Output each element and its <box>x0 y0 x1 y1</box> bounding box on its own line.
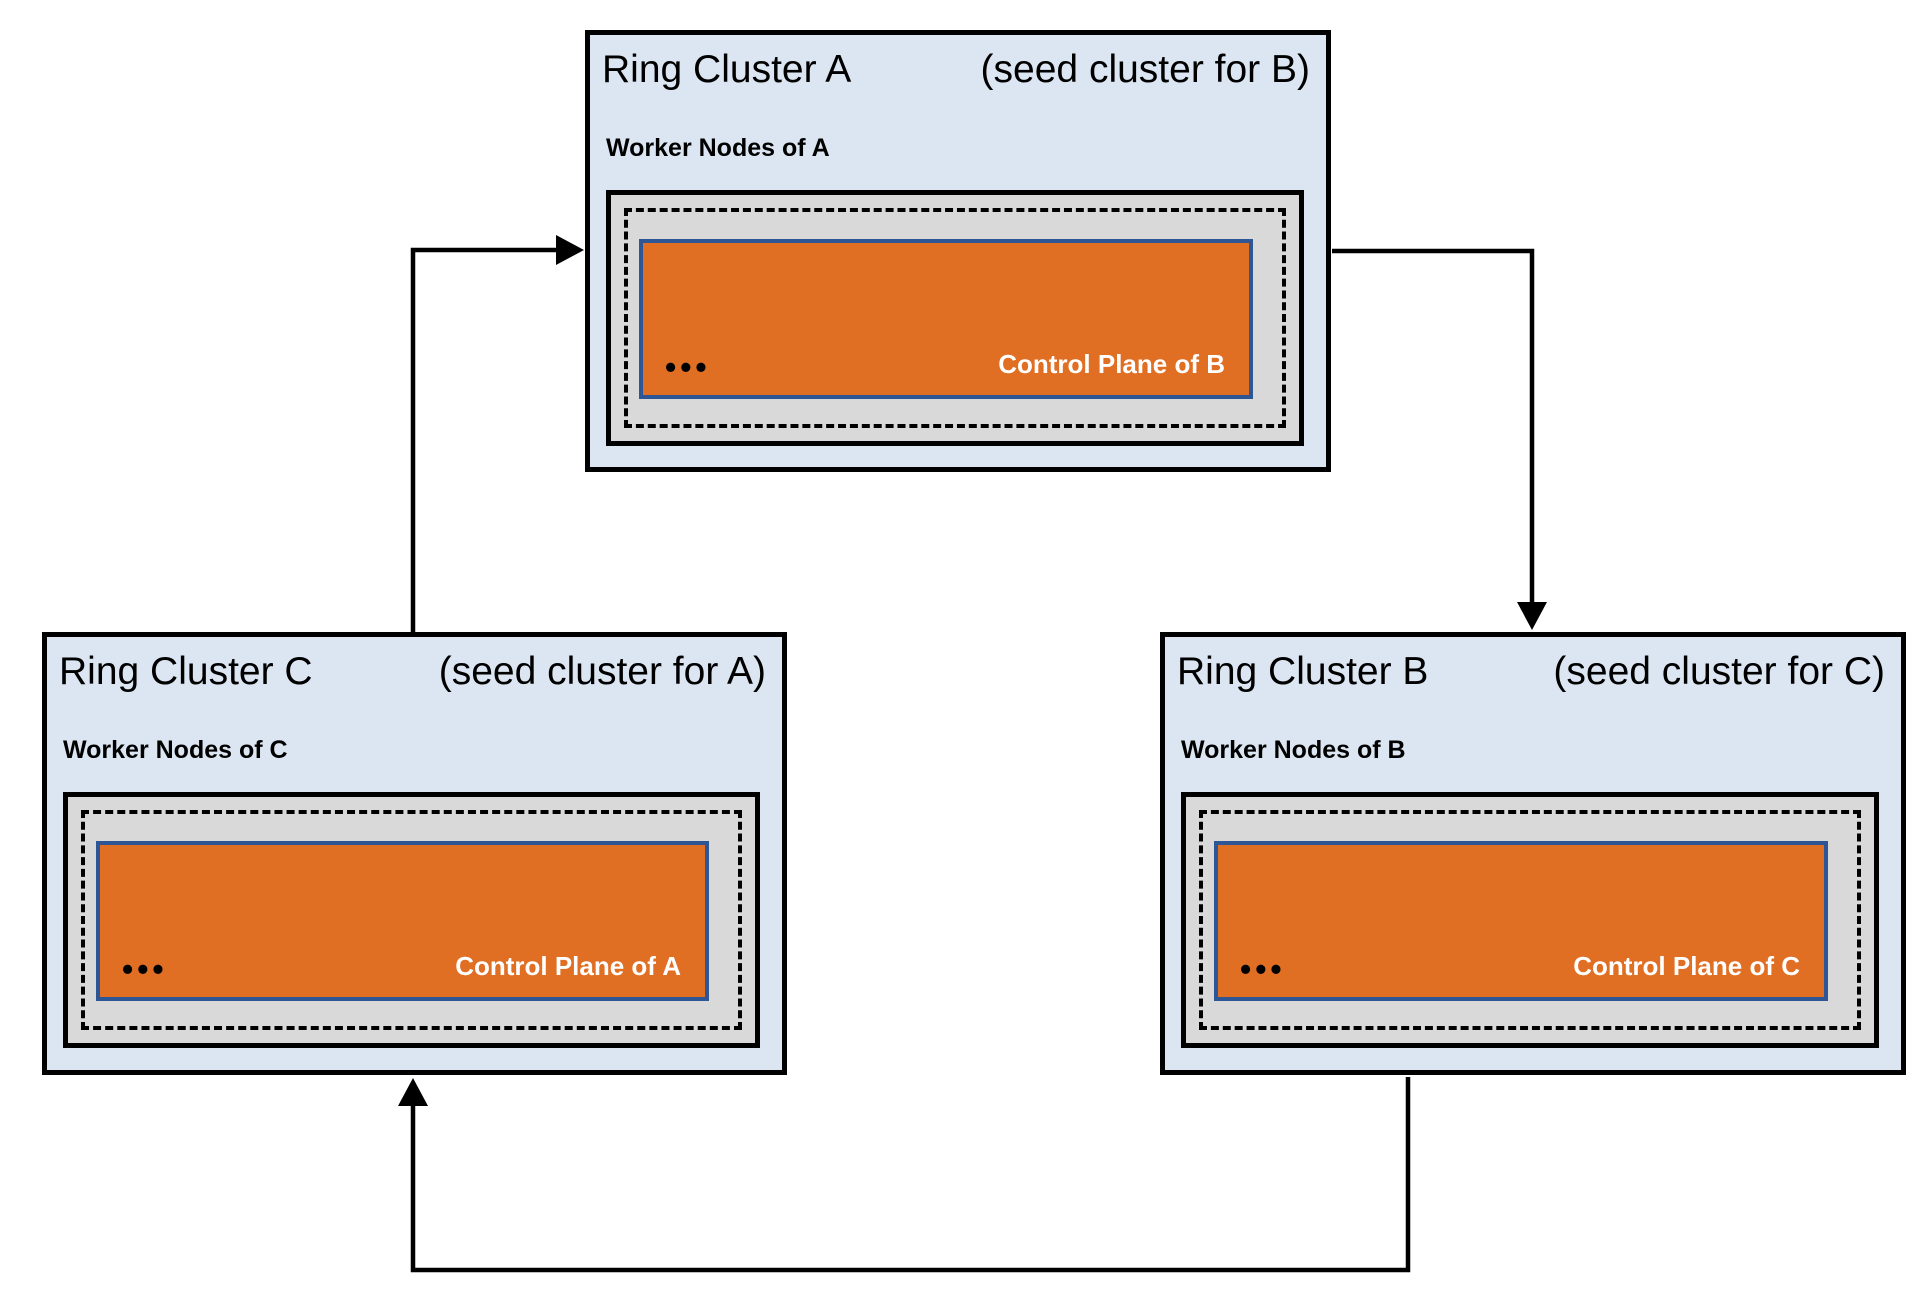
cluster-a-subtitle: (seed cluster for B) <box>980 48 1310 91</box>
cluster-b-dashed-boundary <box>1199 810 1861 1030</box>
cluster-a-worker-nodes-box: ••• Control Plane of B <box>606 190 1304 446</box>
arrowhead-up-icon <box>398 1078 428 1106</box>
cluster-c-dashed-boundary <box>81 810 742 1030</box>
cluster-a-title: Ring Cluster A <box>602 48 852 91</box>
cluster-c-worker-nodes-label: Worker Nodes of C <box>63 736 288 764</box>
cluster-c-control-plane-box: ••• Control Plane of A <box>96 841 709 1001</box>
cluster-a-title-row: Ring Cluster A (seed cluster for B) <box>602 47 1310 94</box>
ellipsis-dots-icon: ••• <box>1240 951 1286 987</box>
cluster-b: Ring Cluster B (seed cluster for C) Work… <box>1160 632 1906 1075</box>
arrow-b-to-c <box>398 1077 1411 1273</box>
cluster-c-title: Ring Cluster C <box>59 650 313 693</box>
cluster-a: Ring Cluster A (seed cluster for B) Work… <box>585 30 1331 472</box>
arrow-c-to-a <box>410 235 584 632</box>
cluster-b-worker-nodes-label: Worker Nodes of B <box>1181 736 1406 764</box>
arrow-a-to-b <box>1332 248 1547 630</box>
cluster-b-control-plane-box: ••• Control Plane of C <box>1214 841 1828 1001</box>
cluster-c-control-plane-label: Control Plane of A <box>455 951 681 982</box>
cluster-b-control-plane-label: Control Plane of C <box>1573 951 1800 982</box>
cluster-b-subtitle: (seed cluster for C) <box>1553 650 1885 693</box>
cluster-b-title: Ring Cluster B <box>1177 650 1429 693</box>
cluster-c-worker-nodes-box: ••• Control Plane of A <box>63 792 760 1048</box>
cluster-a-dashed-boundary <box>624 208 1286 428</box>
arrowhead-down-icon <box>1517 602 1547 630</box>
ellipsis-dots-icon: ••• <box>122 951 168 987</box>
cluster-c-title-row: Ring Cluster C (seed cluster for A) <box>59 649 766 696</box>
ellipsis-dots-icon: ••• <box>665 349 711 385</box>
cluster-c-subtitle: (seed cluster for A) <box>438 650 766 693</box>
cluster-b-worker-nodes-box: ••• Control Plane of C <box>1181 792 1879 1048</box>
cluster-a-worker-nodes-label: Worker Nodes of A <box>606 134 830 162</box>
cluster-b-title-row: Ring Cluster B (seed cluster for C) <box>1177 649 1885 696</box>
cluster-c: Ring Cluster C (seed cluster for A) Work… <box>42 632 787 1075</box>
cluster-a-control-plane-label: Control Plane of B <box>998 349 1225 380</box>
cluster-a-control-plane-box: ••• Control Plane of B <box>639 239 1253 399</box>
arrowhead-right-icon <box>556 235 584 265</box>
